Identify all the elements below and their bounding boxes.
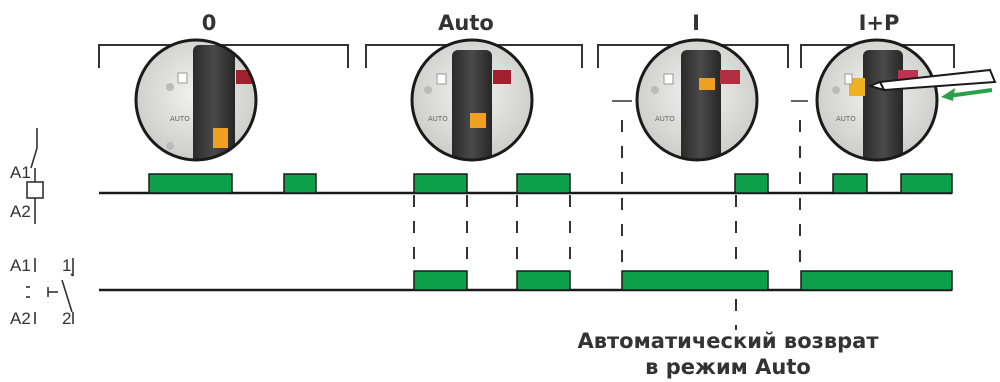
push-arrow-icon: [941, 88, 993, 101]
contact-terminal-a2: A2: [10, 309, 31, 328]
contact-terminal-a1: A1: [10, 256, 31, 275]
coil-pulse: [148, 173, 233, 194]
contact-pulse: [800, 270, 953, 291]
caption-line-2: в режим Auto: [645, 355, 811, 379]
contact-pulses: [413, 270, 953, 291]
coil-terminal-a1: A1: [10, 163, 31, 182]
mode-label-0: 0: [202, 11, 217, 35]
screwdriver-icon: [866, 68, 997, 92]
contact-pulse: [516, 270, 571, 291]
coil-pulse: [516, 173, 571, 194]
device-photo-mode-i-p: AUTO: [815, 38, 939, 162]
coil-pulse: [413, 173, 468, 194]
contact-pulse: [413, 270, 468, 291]
auto-marking-i: AUTO: [655, 115, 675, 123]
transition-guides: [413, 100, 808, 330]
mode-label-auto: Auto: [438, 11, 494, 35]
auto-marking-0: AUTO: [170, 115, 190, 123]
coil-terminal-a2: A2: [10, 202, 31, 221]
device-photo-mode-0: AUTO: [134, 38, 258, 162]
coil-pulse: [283, 173, 317, 194]
coil-pulse: [832, 173, 868, 194]
coil-pulses: [148, 173, 953, 194]
contact-terminal-1: 1: [62, 256, 71, 275]
coil-pulse: [734, 173, 769, 194]
contact-terminal-2: 2: [62, 309, 71, 328]
contact-pulse: [621, 270, 769, 291]
auto-marking-auto: AUTO: [428, 115, 448, 123]
coil-pulse: [900, 173, 953, 194]
contact-symbol: A1 A2 1 2: [10, 256, 74, 328]
device-photo-mode-auto: AUTO: [410, 38, 534, 162]
auto-marking-i-p: AUTO: [836, 115, 856, 123]
device-photo-mode-i: AUTO: [635, 38, 759, 162]
mode-label-i-p: I+P: [859, 11, 900, 35]
coil-symbol: A1 A2: [10, 128, 44, 224]
caption-line-1: Автоматический возврат: [577, 329, 879, 353]
mode-label-i: I: [692, 11, 700, 35]
